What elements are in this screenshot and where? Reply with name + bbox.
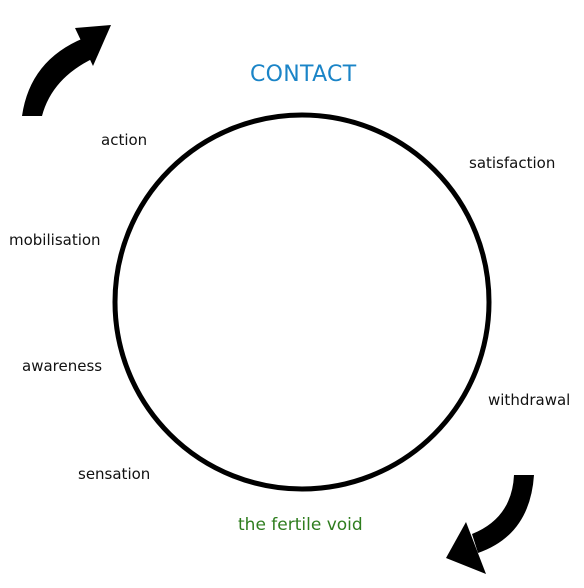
curved-arrow-down-left-icon	[446, 475, 534, 574]
stage-label-withdrawal: withdrawal	[488, 391, 571, 409]
stage-label-sensation: sensation	[78, 465, 151, 483]
bottom-label-fertile-void: the fertile void	[238, 515, 363, 535]
stage-label-action: action	[101, 131, 148, 149]
curved-arrow-clockwise-icon	[22, 25, 111, 116]
diagram-title: CONTACT	[250, 62, 357, 87]
stage-label-awareness: awareness	[22, 357, 103, 375]
stage-label-satisfaction: satisfaction	[469, 154, 556, 172]
cycle-circle	[112, 112, 492, 492]
stage-label-mobilisation: mobilisation	[9, 231, 101, 249]
